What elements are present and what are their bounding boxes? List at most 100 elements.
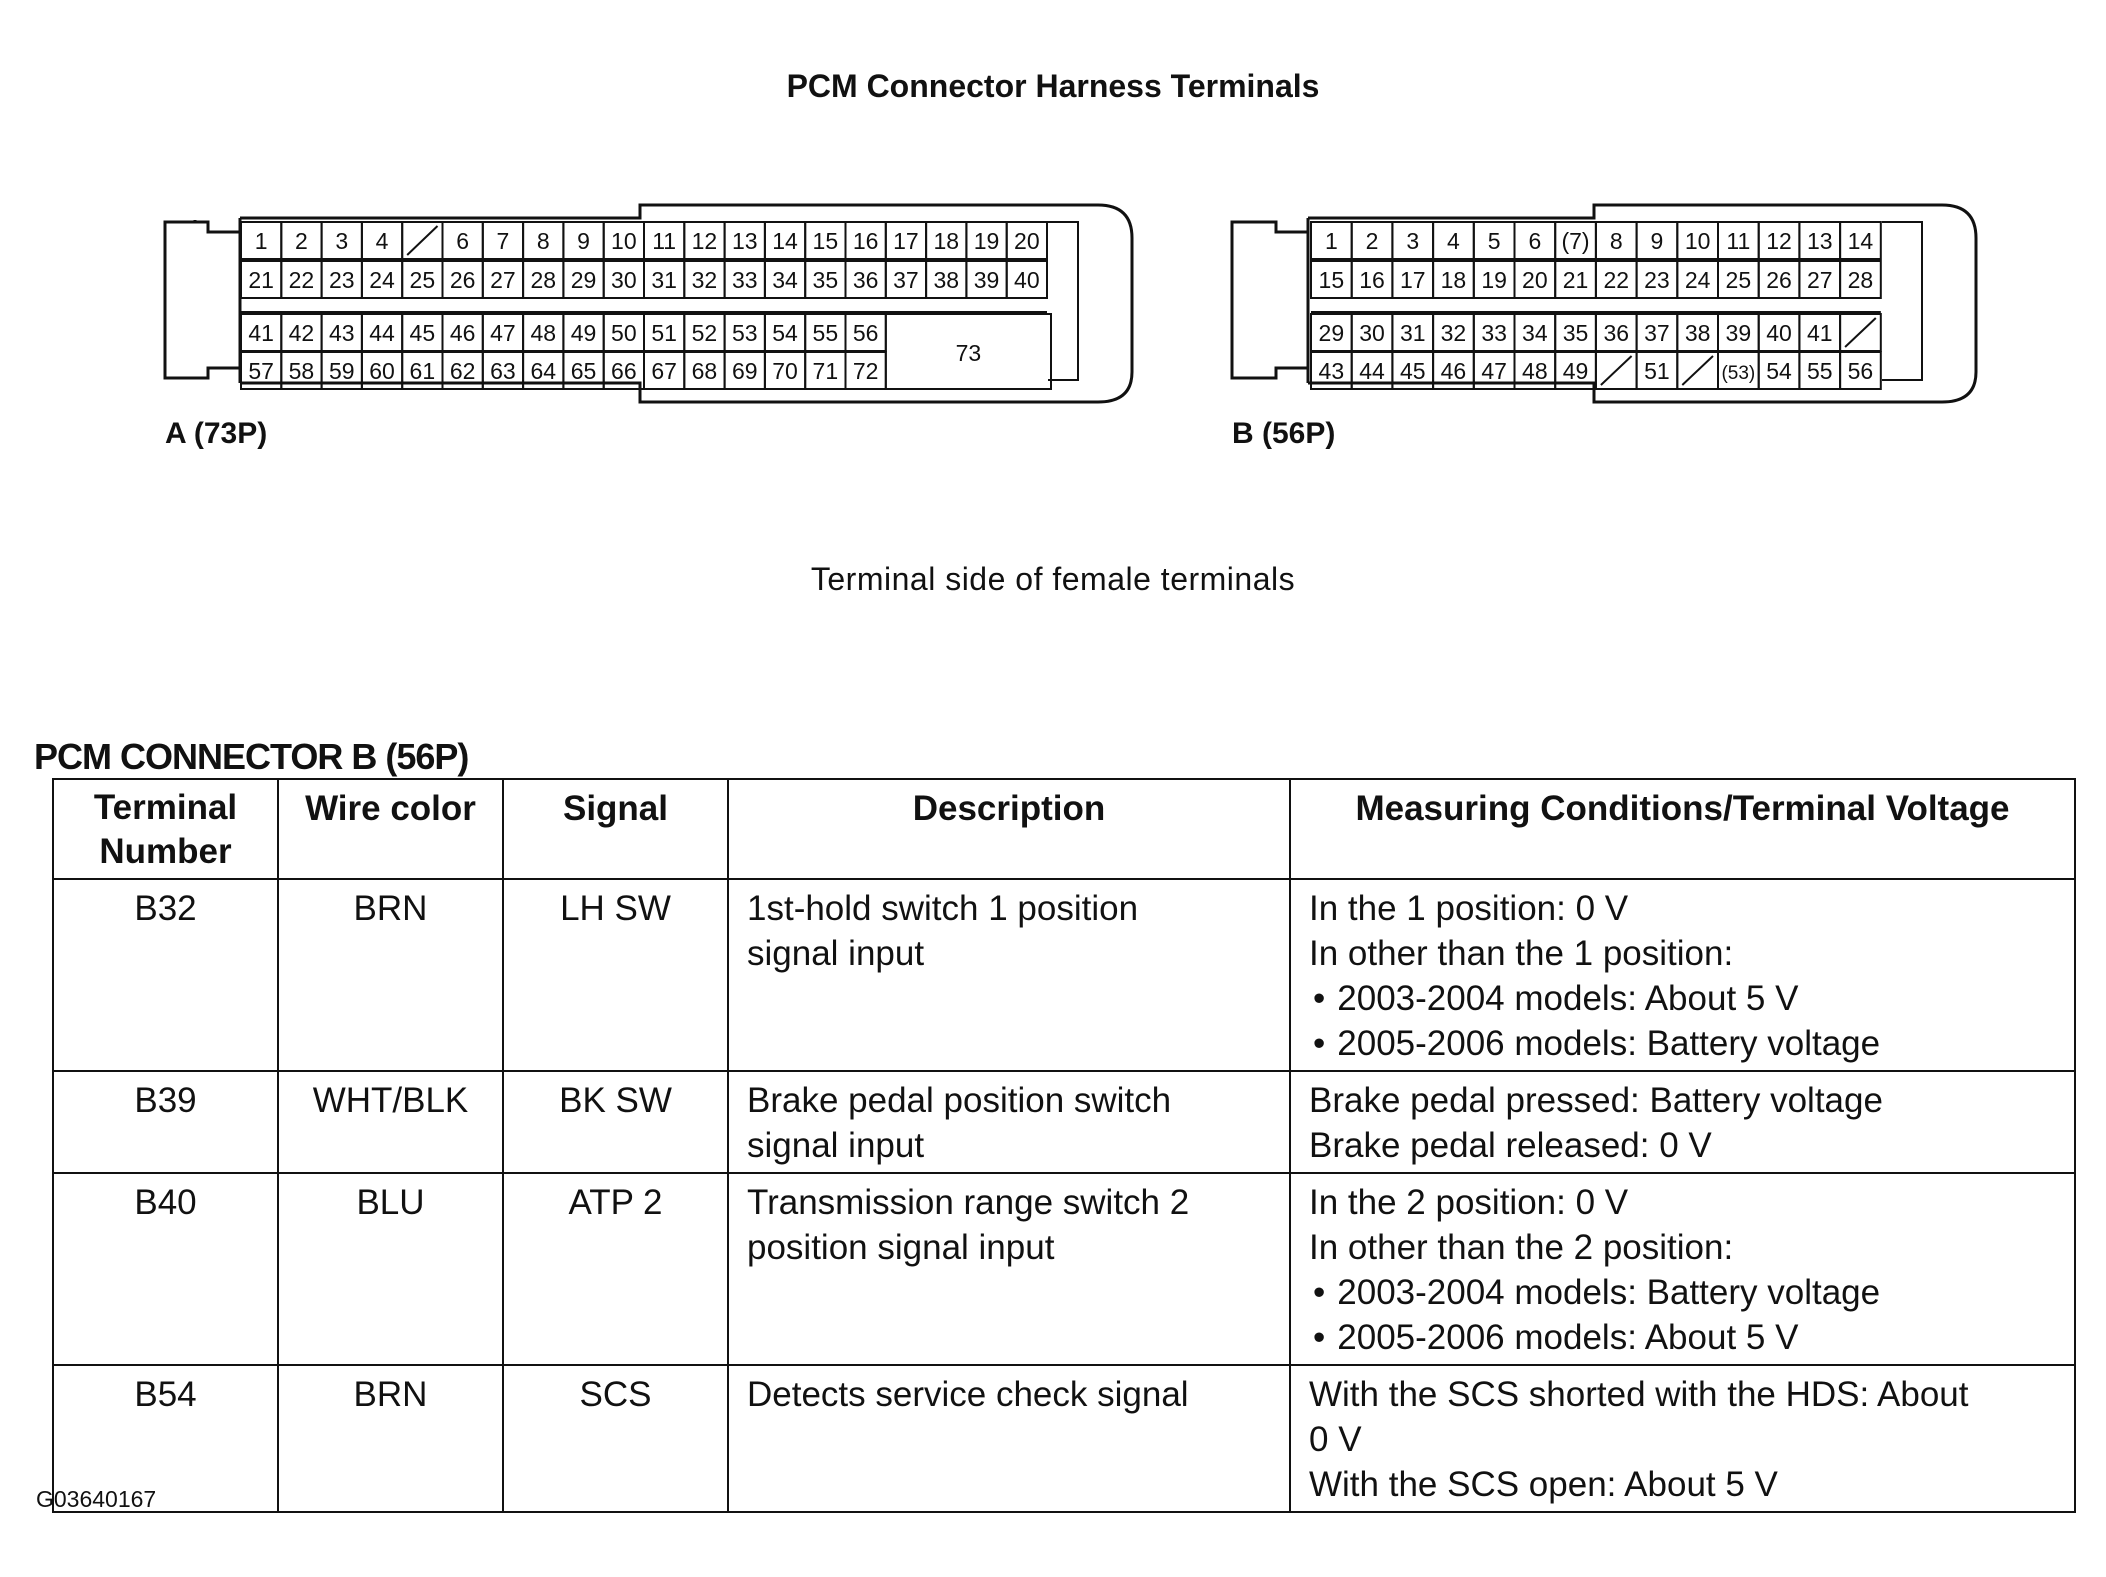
pin-label-a: 54 (772, 320, 798, 346)
pin-label-a: 22 (289, 267, 315, 293)
pin-label-a: 53 (732, 320, 758, 346)
pin-label-a: 18 (933, 228, 959, 254)
condition-line: 0 V (1309, 1420, 1362, 1459)
pin-label-a: 61 (410, 358, 436, 384)
pin-cell-b (1839, 221, 1882, 260)
pin-label-a: 12 (692, 228, 718, 254)
pin-label-b: 45 (1400, 358, 1426, 384)
pin-label-a: 55 (813, 320, 839, 346)
condition-bullet-item: 2003-2004 models: About 5 V (1309, 976, 2056, 1021)
pin-label-b: 9 (1651, 228, 1664, 254)
connector-a-housing (240, 203, 1134, 404)
cell-wire-color: WHT/BLK (277, 1070, 504, 1174)
condition-bullet-item: 2005-2006 models: Battery voltage (1309, 1021, 2056, 1066)
pin-label-a: 26 (450, 267, 476, 293)
pin-label-b: 24 (1685, 267, 1711, 293)
pin-label-b: 32 (1441, 320, 1467, 346)
pin-label-b: 10 (1685, 228, 1711, 254)
pin-label-a: 29 (571, 267, 597, 293)
pin-label-a: 6 (456, 228, 469, 254)
pin-label-a-73: 73 (956, 340, 982, 366)
pin-label-a: 25 (410, 267, 436, 293)
pin-label-b: 27 (1807, 267, 1833, 293)
cell-terminal: B32 (52, 878, 279, 1072)
pin-label-a: 46 (450, 320, 476, 346)
pin-label-b: 5 (1488, 228, 1501, 254)
pin-label-a: 52 (692, 320, 718, 346)
pin-label-b: 38 (1685, 320, 1711, 346)
pin-label-a: 3 (335, 228, 348, 254)
pin-label-b: 6 (1528, 228, 1541, 254)
pin-label-b: 16 (1359, 267, 1385, 293)
pin-label-a: 34 (772, 267, 798, 293)
pin-label-a: 45 (410, 320, 436, 346)
pin-label-b: 18 (1441, 267, 1467, 293)
pin-label-b: 17 (1400, 267, 1426, 293)
pin-label-b: 43 (1319, 358, 1345, 384)
condition-line: In other than the 2 position: (1309, 1228, 1734, 1267)
pin-slash-b (1600, 355, 1633, 386)
pin-label-a: 7 (497, 228, 510, 254)
pin-label-a: 64 (530, 358, 556, 384)
pin-label-a: 69 (732, 358, 758, 384)
cell-terminal: B40 (52, 1172, 279, 1366)
pin-label-a: 43 (329, 320, 355, 346)
table-header-row: Terminal Number Wire color Signal Descri… (52, 778, 2076, 880)
pin-label-b: 8 (1610, 228, 1623, 254)
pin-label-a: 51 (651, 320, 677, 346)
pin-label-b: 36 (1603, 320, 1629, 346)
pin-label-b: 34 (1522, 320, 1548, 346)
figure-code: G03640167 (36, 1486, 157, 1512)
pin-table: Terminal Number Wire color Signal Descri… (52, 778, 2076, 1513)
pin-label-b: 3 (1406, 228, 1419, 254)
pin-label-a: 44 (369, 320, 395, 346)
pin-label-b: 30 (1359, 320, 1385, 346)
cell-signal: LH SW (502, 878, 729, 1072)
pin-label-a: 71 (813, 358, 839, 384)
description-line: signal input (747, 934, 925, 973)
pin-label-a: 40 (1014, 267, 1040, 293)
header-wire-color: Wire color (277, 778, 504, 880)
pin-label-b: 2 (1366, 228, 1379, 254)
pin-cell-b (1839, 260, 1882, 299)
pin-label-b: 40 (1766, 320, 1792, 346)
condition-line: In other than the 1 position: (1309, 934, 1734, 973)
cell-terminal: B54 (52, 1364, 279, 1513)
pin-label-a: 4 (376, 228, 389, 254)
pin-label-a: 14 (772, 228, 798, 254)
pin-label-a: 35 (813, 267, 839, 293)
pin-label-b: 20 (1522, 267, 1548, 293)
condition-bullet-item: 2003-2004 models: Battery voltage (1309, 1270, 2056, 1315)
pin-label-b: 26 (1766, 267, 1792, 293)
pin-label-b: 46 (1441, 358, 1467, 384)
description-line: signal input (747, 1126, 925, 1165)
pin-label-b: 23 (1644, 267, 1670, 293)
connector-b-housing (1308, 203, 1978, 404)
pin-label-a: 41 (248, 320, 274, 346)
pin-label-b: 12 (1766, 228, 1792, 254)
pin-label-a: 57 (248, 358, 274, 384)
cell-terminal: B39 (52, 1070, 279, 1174)
pin-label-a: 31 (651, 267, 677, 293)
pin-label-b: 19 (1481, 267, 1507, 293)
condition-line: With the SCS shorted with the HDS: About (1309, 1375, 1969, 1414)
pin-label-b: 28 (1848, 267, 1874, 293)
pin-label-a: 59 (329, 358, 355, 384)
pin-label-b: 1 (1325, 228, 1338, 254)
pin-label-a: 24 (369, 267, 395, 293)
pin-label-b: 33 (1481, 320, 1507, 346)
pin-cell-b (1839, 351, 1882, 390)
pin-label-a: 11 (652, 228, 676, 254)
header-terminal-number: Terminal Number (52, 778, 279, 880)
pin-label-a: 70 (772, 358, 798, 384)
pin-label-a: 36 (853, 267, 879, 293)
pin-label-a: 37 (893, 267, 919, 293)
pin-label-b: 11 (1726, 228, 1750, 254)
pin-label-b: 56 (1848, 358, 1874, 384)
